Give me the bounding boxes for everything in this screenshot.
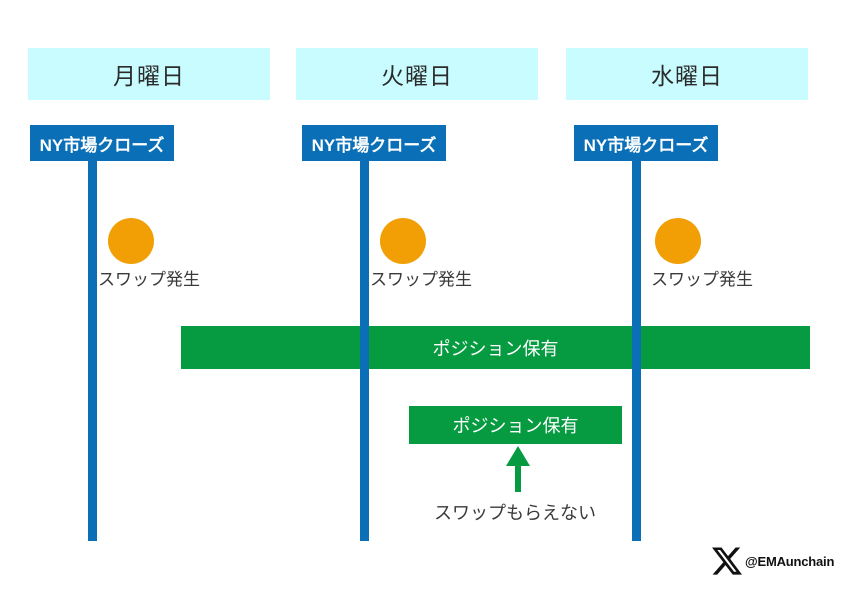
position-bar-long: ポジション保有 (181, 326, 810, 369)
position-bar-short: ポジション保有 (409, 406, 622, 444)
ny-market-close-label-monday: NY市場クローズ (30, 125, 174, 161)
day-header-label: 水曜日 (651, 63, 723, 89)
ny-market-close-label-wednesday: NY市場クローズ (574, 125, 718, 161)
ny-market-close-text: NY市場クローズ (39, 135, 165, 155)
day-boundary-line-monday (88, 158, 97, 541)
swap-event-caption-monday: スワップ発生 (98, 270, 200, 289)
position-bar-label: ポジション保有 (432, 338, 559, 359)
annotation-caption: スワップもらえない (434, 503, 596, 523)
annotation-arrow (500, 444, 536, 492)
watermark-handle: @EMAunchain (745, 553, 835, 569)
arrow-up-icon (506, 446, 530, 492)
day-header-monday: 月曜日 (28, 48, 270, 100)
day-header-label: 火曜日 (381, 63, 453, 89)
swap-event-circle-tuesday (380, 218, 426, 264)
x-logo-icon (712, 547, 742, 575)
ny-market-close-label-tuesday: NY市場クローズ (302, 125, 446, 161)
day-header-label: 月曜日 (113, 63, 185, 89)
day-header-tuesday: 火曜日 (296, 48, 538, 100)
day-boundary-line-wednesday (632, 158, 641, 541)
day-header-wednesday: 水曜日 (566, 48, 808, 100)
swap-event-circle-monday (108, 218, 154, 264)
swap-event-circle-wednesday (655, 218, 701, 264)
day-boundary-line-tuesday (360, 158, 369, 541)
ny-market-close-text: NY市場クローズ (583, 135, 709, 155)
swap-event-caption-wednesday: スワップ発生 (651, 270, 753, 289)
swap-event-caption-tuesday: スワップ発生 (370, 270, 472, 289)
ny-market-close-text: NY市場クローズ (311, 135, 437, 155)
watermark: @EMAunchain (712, 546, 834, 576)
position-bar-label: ポジション保有 (452, 416, 579, 436)
